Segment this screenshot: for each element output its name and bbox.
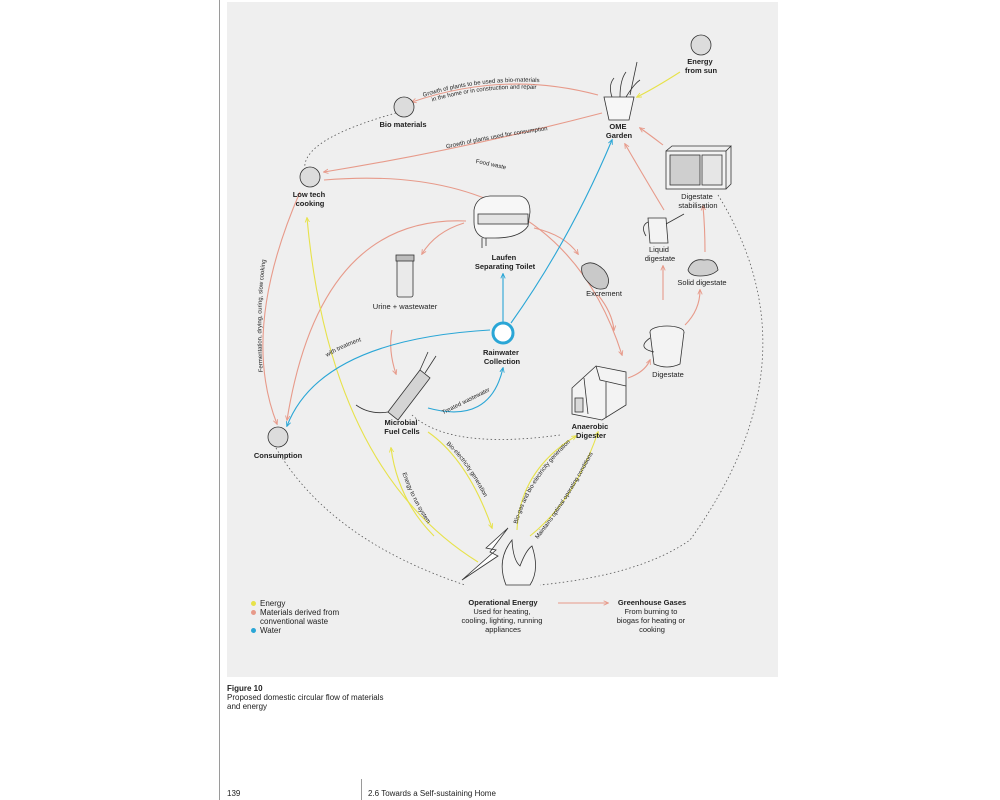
page-margin-rule [219,0,220,800]
material-flow-arrows [262,83,705,603]
figure-number: Figure 10 [227,684,263,693]
legend-label: Water [260,626,282,635]
legend-label: Energy [260,599,286,608]
ome-garden-plant-pot-icon [603,61,641,121]
legend-swatch [251,601,256,606]
legend-item-water: Water [251,626,339,635]
rainwater-collection-node [491,321,515,345]
edge-label-food-waste: Food waste [475,159,507,172]
edge-label-treated-wastewater: Treated wastewater [441,387,491,416]
energy-from-sun-label: Energy from sun [685,57,718,75]
laufen-toilet-label: Laufen Separating Toilet [475,253,536,271]
operational-energy-desc: Used for heating, cooling, lighting, run… [462,607,545,634]
legend-swatch [251,628,256,633]
greenhouse-gases-desc: From burning to biogas for heating or co… [617,607,687,634]
digestate-stabilisation-crate-icon [665,145,732,190]
bio-materials-label: Bio materials [379,120,426,129]
rainwater-collection-label: Rainwater Collection [483,348,521,366]
urine-label: Urine + wastewater [373,302,438,311]
edge-label-maintains-conditions: Maintains optimal operating conditions [535,451,595,540]
legend-item-energy: Energy [251,599,339,608]
toilet-icon [473,195,531,248]
low-tech-cooking-node [299,166,321,188]
energy-flow-arrows [307,71,681,563]
watering-can-icon [643,213,685,244]
water-flow-arrows [287,140,612,426]
edge-label-bio-electricity: Bio-electricity generation [445,441,488,498]
figure-caption-text: Proposed domestic circular flow of mater… [227,693,384,711]
ome-garden-label: OME Garden [606,122,633,140]
lightning-bolt-icon [461,527,509,581]
running-section-title: 2.6 Towards a Self-sustaining Home [368,789,496,798]
operational-energy-title: Operational Energy [468,598,538,607]
urine-vial-icon [395,254,415,298]
edge-label-biogas: Bio-gas and bio-electricity generation [513,439,571,524]
digestate-bucket-icon [643,325,685,368]
greenhouse-gases-title: Greenhouse Gases [618,598,686,607]
excrement-icon [581,262,609,290]
solid-digestate-label: Solid digestate [677,278,726,287]
liquid-digestate-label: Liquid digestate [645,245,675,263]
edge-label-growth-consumption: Growth of plants used for consumption [446,126,548,150]
digestate-stabilisation-label: Digestate stabilisation [678,192,717,210]
anaerobic-digester-icon [571,365,627,421]
digestate-label: Digestate [652,370,684,379]
legend-swatch [251,610,256,615]
low-tech-cooking-label: Low tech cooking [293,190,328,208]
solid-digestate-icon [687,259,719,277]
excrement-label: Excrement [586,289,623,298]
sun-node [690,34,712,56]
edge-label-fermentation: Fermentation, drying, curing, slow cooki… [257,259,267,372]
consumption-node [267,426,289,448]
bio-materials-node [393,96,415,118]
outer-cycle-dotted-line [275,112,764,586]
page-number: 139 [227,789,241,798]
footer-divider [361,779,362,800]
flame-icon [501,538,536,586]
consumption-label: Consumption [254,451,303,460]
microbial-fuel-cells-label: Microbial Fuel Cells [384,418,419,436]
microbial-fuel-cell-icon [355,351,437,421]
anaerobic-digester-label: Anaerobic Digester [572,422,611,440]
figure-caption: Figure 10 Proposed domestic circular flo… [227,684,387,711]
